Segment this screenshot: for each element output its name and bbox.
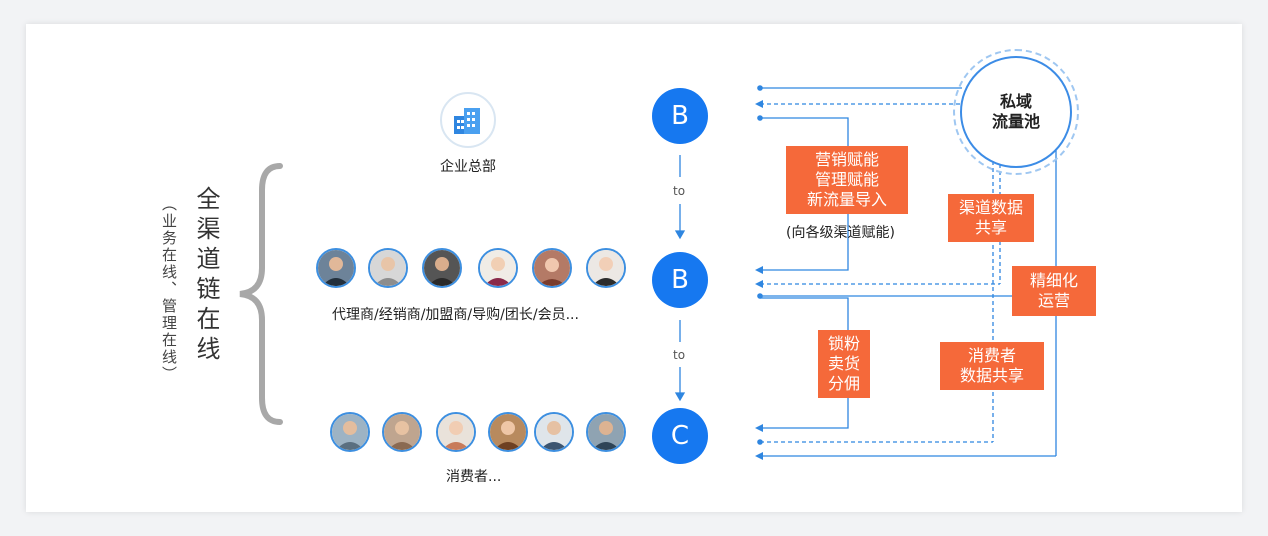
lock-sales-box: 锁粉 卖货 分佣 bbox=[818, 330, 870, 398]
marketing-note: (向各级渠道赋能) bbox=[786, 225, 895, 241]
side-subtitle: （业务在线、管理在线） bbox=[160, 196, 178, 383]
box-line: 数据共享 bbox=[959, 366, 1024, 385]
box-line: 管理赋能 bbox=[814, 170, 879, 189]
box-line: 锁粉 bbox=[827, 334, 860, 353]
node-b-hq: B bbox=[652, 88, 708, 144]
consumer-avatar bbox=[488, 412, 528, 452]
brace-icon bbox=[239, 163, 283, 425]
consumers-label: 消费者... bbox=[446, 469, 502, 485]
side-title: 全渠道链在线 bbox=[192, 186, 220, 366]
agent-avatar bbox=[368, 248, 408, 288]
box-line: 营销赋能 bbox=[814, 150, 879, 169]
box-line: 精细化 bbox=[1029, 271, 1078, 290]
agent-avatar bbox=[422, 248, 462, 288]
consumer-avatar bbox=[382, 412, 422, 452]
agent-avatar bbox=[478, 248, 518, 288]
agents-label: 代理商/经销商/加盟商/导购/团长/会员... bbox=[332, 307, 579, 323]
consumer-avatar bbox=[330, 412, 370, 452]
box-line: 卖货 bbox=[827, 354, 860, 373]
consumer-avatar bbox=[436, 412, 476, 452]
pool-line2: 流量池 bbox=[991, 112, 1040, 131]
agent-avatar bbox=[532, 248, 572, 288]
box-line: 消费者 bbox=[967, 346, 1016, 365]
hq-label: 企业总部 bbox=[440, 159, 496, 175]
consumer-avatar bbox=[586, 412, 626, 452]
pool-line1: 私域 bbox=[999, 92, 1032, 111]
node-c-consumers: C bbox=[652, 408, 708, 464]
node-b-agents: B bbox=[652, 252, 708, 308]
to-label: to bbox=[673, 184, 686, 198]
consumer-data-box: 消费者 数据共享 bbox=[940, 342, 1044, 390]
agent-avatar bbox=[316, 248, 356, 288]
marketing-box: 营销赋能 管理赋能 新流量导入 bbox=[786, 146, 908, 214]
pool-ring bbox=[953, 49, 1079, 175]
box-line: 共享 bbox=[974, 218, 1007, 237]
private-traffic-pool: 私域 流量池 bbox=[960, 56, 1072, 168]
consumer-avatar bbox=[534, 412, 574, 452]
channel-data-box: 渠道数据 共享 bbox=[948, 194, 1034, 242]
box-line: 分佣 bbox=[827, 374, 860, 393]
box-line: 渠道数据 bbox=[958, 198, 1023, 217]
box-line: 新流量导入 bbox=[806, 190, 887, 209]
agent-avatar bbox=[586, 248, 626, 288]
building-icon bbox=[440, 92, 496, 148]
refined-ops-box: 精细化 运营 bbox=[1012, 266, 1096, 316]
to-label: to bbox=[673, 348, 686, 362]
box-line: 运营 bbox=[1037, 291, 1070, 310]
